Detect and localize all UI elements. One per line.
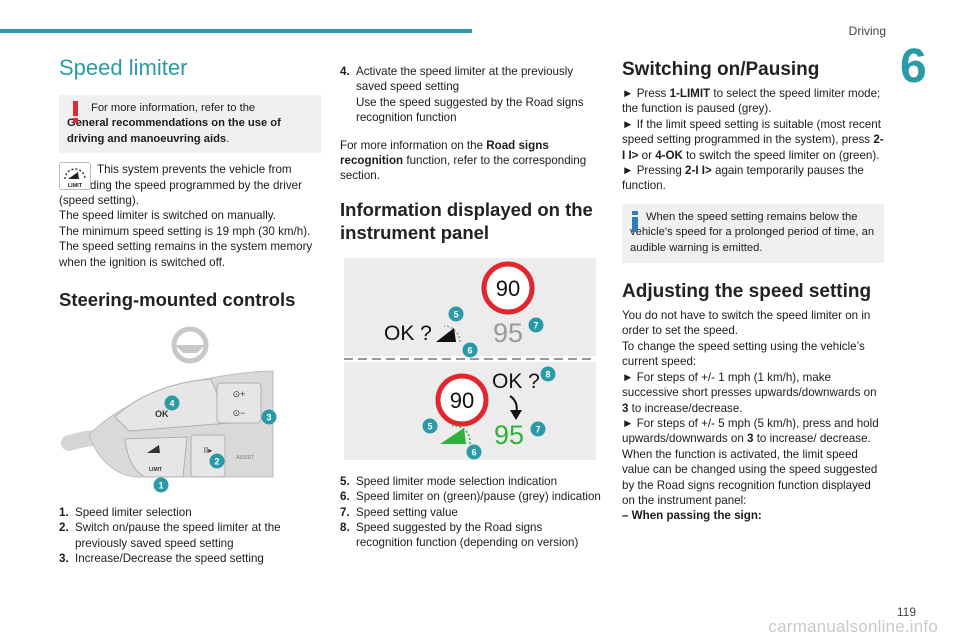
list-item: 3.Increase/Decrease the speed setting: [59, 552, 264, 566]
limiter-on-icon: [440, 427, 466, 444]
speed-setting-grey: 95: [493, 318, 523, 348]
page-title: Speed limiter: [59, 55, 188, 80]
min-speed-text: The minimum speed setting is 19 mph (30 …: [59, 224, 311, 238]
svg-text:7: 7: [533, 320, 538, 330]
svg-text:⊙−: ⊙−: [233, 408, 246, 418]
intro-text: This system prevents the vehicle from ex…: [59, 163, 302, 208]
memory-text: The speed setting remains in the system …: [59, 240, 313, 269]
watermark: carmanualsonline.info: [768, 617, 938, 636]
manual-text: The speed limiter is switched on manuall…: [59, 209, 276, 223]
chapter-number: 6: [900, 40, 927, 93]
warning-text-suffix: .: [226, 132, 230, 145]
column-middle: 4. Activate the speed limiter at the pre…: [340, 64, 602, 551]
steering-wheel-icon: [171, 326, 209, 364]
svg-text:6: 6: [471, 447, 476, 457]
list-item: 7.Speed setting value: [340, 505, 458, 519]
svg-text:OK ?: OK ?: [492, 370, 540, 393]
header-accent-bar: [0, 29, 472, 33]
svg-text:6: 6: [467, 345, 472, 355]
limit-icon-label: LIMIT: [68, 183, 83, 189]
list-item: 5.Speed limiter mode selection indicatio…: [340, 474, 558, 488]
info-note: When the speed setting remains below the…: [622, 203, 884, 264]
column-right: Switching on/Pausing ► Press 1-LIMIT to …: [622, 58, 884, 524]
list-item: 4. Activate the speed limiter at the pre…: [340, 65, 584, 125]
ok-button-label: OK: [155, 409, 169, 419]
adjust-step-2: ► For steps of +/- 5 mph (5 km/h), press…: [622, 416, 879, 446]
adjust-step-1: ► For steps of +/- 1 mph (1 km/h), make …: [622, 370, 877, 415]
svg-text:5: 5: [453, 309, 458, 319]
svg-text:II▸: II▸: [204, 446, 212, 455]
more-info-text: For more information on the Road signs r…: [340, 138, 587, 183]
callout-3: 3: [266, 413, 271, 423]
page-number: 119: [896, 605, 916, 619]
switch-step-3: ► Pressing 2-I I> again temporarily paus…: [622, 164, 864, 193]
adjusting-heading: Adjusting the speed setting: [622, 281, 872, 303]
assist-label: ASSIST: [236, 455, 254, 461]
info-heading: Information displayed on the instrument …: [340, 198, 593, 243]
callout-4: 4: [169, 399, 174, 409]
controls-list: 1.Speed limiter selection 2.Switch on/pa…: [59, 505, 321, 567]
speed-limiter-icon: LIMIT: [59, 162, 91, 191]
adjust-text-3: When the function is activated, the limi…: [622, 447, 878, 507]
instrument-panel-illustration: 90 OK ? 95 5 6 7 90 OK ?: [340, 257, 602, 460]
ok-prompt: OK ?: [384, 322, 432, 345]
adjust-text-4: – When passing the sign:: [622, 509, 762, 523]
speed-setting-green: 95: [494, 420, 524, 450]
switch-step-1: ► Press 1-LIMIT to select the speed limi…: [622, 87, 881, 116]
warning-text-bold: General recommendations on the use of dr…: [67, 117, 281, 145]
column-left: Speed limiter For more information, refe…: [59, 55, 321, 567]
info-icon: [632, 210, 638, 233]
svg-text:90: 90: [450, 388, 474, 413]
adjust-text-2: To change the speed setting using the ve…: [622, 339, 865, 369]
warning-text-prefix: For more information, refer to the: [91, 102, 256, 114]
svg-text:⊙+: ⊙+: [233, 389, 246, 399]
steering-controls-illustration: OK ⊙+ ⊙− LIMIT II▸ ASSIST 4 3 2 1: [59, 313, 321, 495]
section-title: Driving: [848, 24, 886, 38]
callout-2: 2: [214, 457, 219, 467]
svg-text:7: 7: [535, 424, 540, 434]
warning-note: For more information, refer to the Gener…: [59, 95, 321, 154]
list-item: 2.Switch on/pause the speed limiter at t…: [59, 521, 281, 550]
limiter-paused-icon: [436, 327, 456, 342]
list-item: 8.Speed suggested by the Road signs reco…: [340, 521, 579, 550]
display-active: 90 OK ? 95 8 5 6 7: [422, 366, 556, 460]
limit-button-label: LIMIT: [149, 467, 162, 473]
svg-text:5: 5: [427, 421, 432, 431]
info-list: 5.Speed limiter mode selection indicatio…: [340, 474, 602, 551]
switching-heading: Switching on/Pausing: [622, 59, 820, 80]
list-item: 1.Speed limiter selection: [59, 506, 192, 520]
adjust-text-1: You do not have to switch the speed limi…: [622, 309, 871, 338]
warning-icon: [73, 101, 78, 123]
intro-block: LIMIT This system prevents the vehicle f…: [59, 162, 321, 208]
display-paused: 90 OK ? 95 5 6 7: [384, 261, 544, 358]
switch-step-2: ► If the limit speed setting is suitable…: [622, 117, 884, 162]
list-item: 6.Speed limiter on (green)/pause (grey) …: [340, 490, 601, 504]
speed-sign-value: 90: [496, 276, 520, 301]
svg-text:8: 8: [545, 369, 550, 379]
callout-1: 1: [158, 481, 163, 491]
controls-heading: Steering-mounted controls: [59, 289, 296, 311]
